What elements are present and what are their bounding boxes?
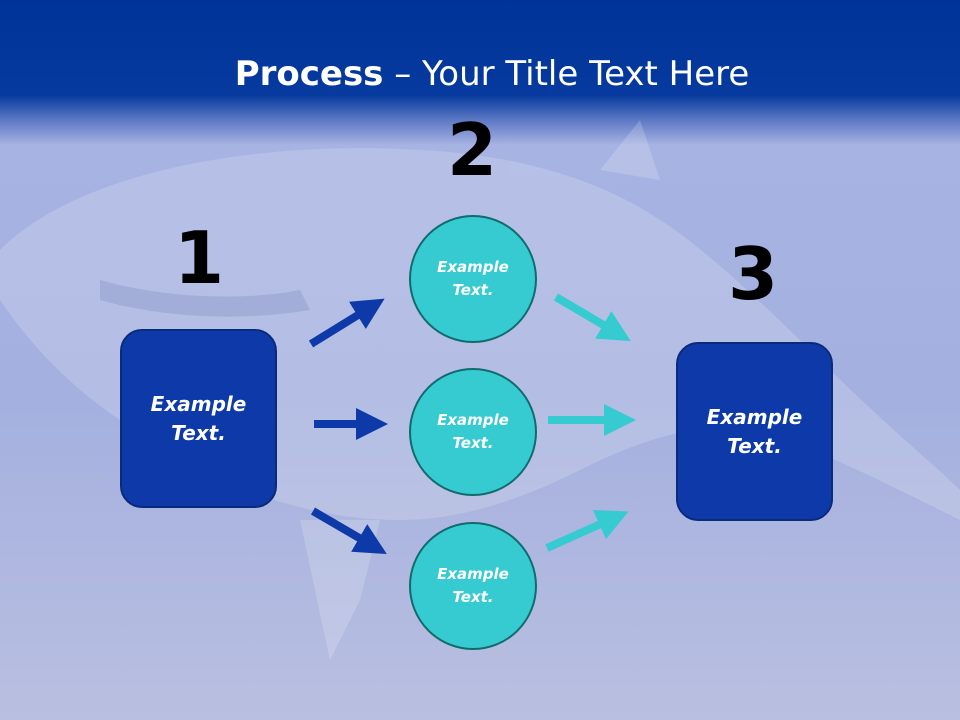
arrow-top-to-right <box>553 293 631 342</box>
step-number-2: 2 <box>446 108 498 192</box>
slide-title: Process – Your Title Text Here <box>0 52 960 96</box>
title-bold: Process <box>234 54 384 94</box>
left-step-box: Example Text. <box>120 329 277 508</box>
circle-middle-text: Example Text. <box>437 411 509 452</box>
step-number-1: 1 <box>173 216 225 300</box>
right-step-box-text: Example Text. <box>706 404 803 458</box>
arrow-left-to-top <box>308 298 385 348</box>
left-step-box-text: Example Text. <box>150 391 247 445</box>
circle-top: Example Text. <box>409 215 537 343</box>
arrow-bottom-to-right <box>545 509 629 552</box>
step-number-3: 3 <box>727 232 779 316</box>
circle-bottom: Example Text. <box>409 522 537 650</box>
right-step-box: Example Text. <box>676 342 833 521</box>
circle-bottom-text: Example Text. <box>437 565 509 606</box>
arrow-left-to-bottom <box>310 507 387 555</box>
circle-middle: Example Text. <box>409 368 537 496</box>
circle-top-text: Example Text. <box>437 258 509 299</box>
title-rest: – Your Title Text Here <box>383 54 750 94</box>
